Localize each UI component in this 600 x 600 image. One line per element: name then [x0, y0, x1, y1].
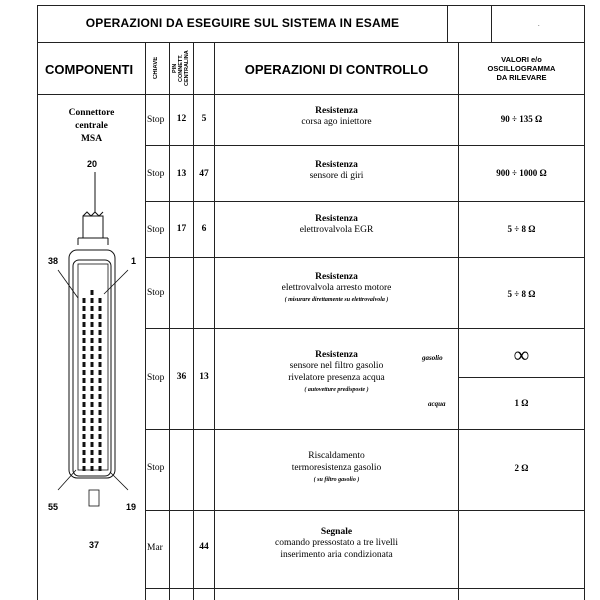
- header-valori: VALORI e/o OSCILLOGRAMMA DA RILEVARE: [487, 55, 556, 82]
- row-2-operation: Resistenza sensore di giri: [309, 160, 364, 181]
- row-6-operation: Riscaldamento termoresistenza gasolio ( …: [291, 451, 382, 483]
- component-name: Connettore centrale MSA: [68, 108, 115, 144]
- row-7-pin-b: 44: [199, 542, 209, 552]
- header-operazioni: OPERAZIONI DI CONTROLLO: [244, 62, 429, 77]
- row-3-operation: Resistenza elettrovalvola EGR: [299, 214, 374, 235]
- row-divider-7: [145, 588, 585, 589]
- value-sub-divider: [458, 377, 585, 378]
- row-5-key: Stop: [147, 373, 165, 383]
- row-4-key: Stop: [147, 288, 165, 298]
- row-2-key: Stop: [147, 169, 165, 179]
- header-divider: [37, 42, 585, 43]
- row-5-pin-a: 36: [176, 372, 187, 382]
- row-3-pin-a: 17: [176, 224, 187, 234]
- row-5-sub-acqua: acqua: [428, 400, 446, 408]
- row-divider-2: [145, 201, 585, 202]
- row-7-operation: Segnale comando pressostato a tre livell…: [275, 527, 398, 560]
- connector-diagram: [57, 172, 129, 507]
- col-divider-chiave: [145, 42, 146, 600]
- row-divider-3: [145, 257, 585, 258]
- row-1-pin-a: 12: [176, 114, 187, 124]
- page-title: OPERAZIONI DA ESEGUIRE SUL SISTEMA IN ES…: [85, 16, 400, 30]
- header-box-divider-1: [447, 5, 448, 42]
- pin-label-bottom: 37: [89, 540, 100, 550]
- row-5-operation: Resistenza sensore nel filtro gasolio ri…: [288, 350, 385, 393]
- table-border-top: [37, 5, 585, 6]
- header-chiave: CHIAVE: [153, 56, 159, 80]
- table-border-left: [37, 5, 38, 600]
- pin-label-bottom-right: 19: [126, 502, 137, 512]
- row-6-value: 2 Ω: [514, 463, 529, 473]
- row-6-key: Stop: [147, 463, 165, 473]
- row-divider-4: [145, 328, 585, 329]
- col-divider-operazioni: [214, 42, 215, 600]
- pin-label-right: 1: [131, 256, 137, 266]
- row-3-key: Stop: [147, 225, 165, 235]
- row-1-value: 90 ÷ 135 Ω: [500, 114, 543, 124]
- row-4-operation: Resistenza elettrovalvola arresto motore…: [281, 272, 392, 303]
- col-divider-pin-b: [193, 42, 194, 600]
- pin-label-left: 38: [48, 256, 59, 266]
- pin-label-top: 20: [87, 159, 98, 169]
- row-1-pin-b: 5: [201, 114, 207, 124]
- col-divider-valori: [458, 42, 459, 600]
- header-mark: .: [538, 22, 540, 28]
- row-2-pin-a: 13: [176, 169, 187, 179]
- row-5-pin-b: 13: [199, 372, 209, 382]
- row-4-value: 5 ÷ 8 Ω: [507, 289, 536, 299]
- row-5-sub-gasolio: gasolio: [422, 354, 443, 362]
- row-3-pin-b: 6: [201, 224, 207, 234]
- pin-label-bottom-left: 55: [48, 502, 59, 512]
- row-1-operation: Resistenza corsa ago iniettore: [301, 106, 372, 127]
- row-1-key: Stop: [147, 115, 165, 125]
- header-componenti: COMPONENTI: [45, 62, 134, 77]
- row-5-value-gasolio: ∞: [513, 342, 530, 367]
- row-divider-1: [145, 145, 585, 146]
- row-divider-6: [145, 510, 585, 511]
- table-border-right: [584, 5, 585, 600]
- col-divider-pin-a: [169, 42, 170, 600]
- header-box-divider-2: [491, 5, 492, 42]
- row-7-key: Mar: [147, 543, 163, 553]
- row-2-pin-b: 47: [199, 169, 209, 179]
- row-5-value-acqua: 1 Ω: [514, 398, 529, 408]
- column-header-divider: [37, 94, 585, 95]
- row-divider-5: [145, 429, 585, 430]
- row-2-value: 900 ÷ 1000 Ω: [496, 168, 547, 178]
- row-3-value: 5 ÷ 8 Ω: [507, 224, 536, 234]
